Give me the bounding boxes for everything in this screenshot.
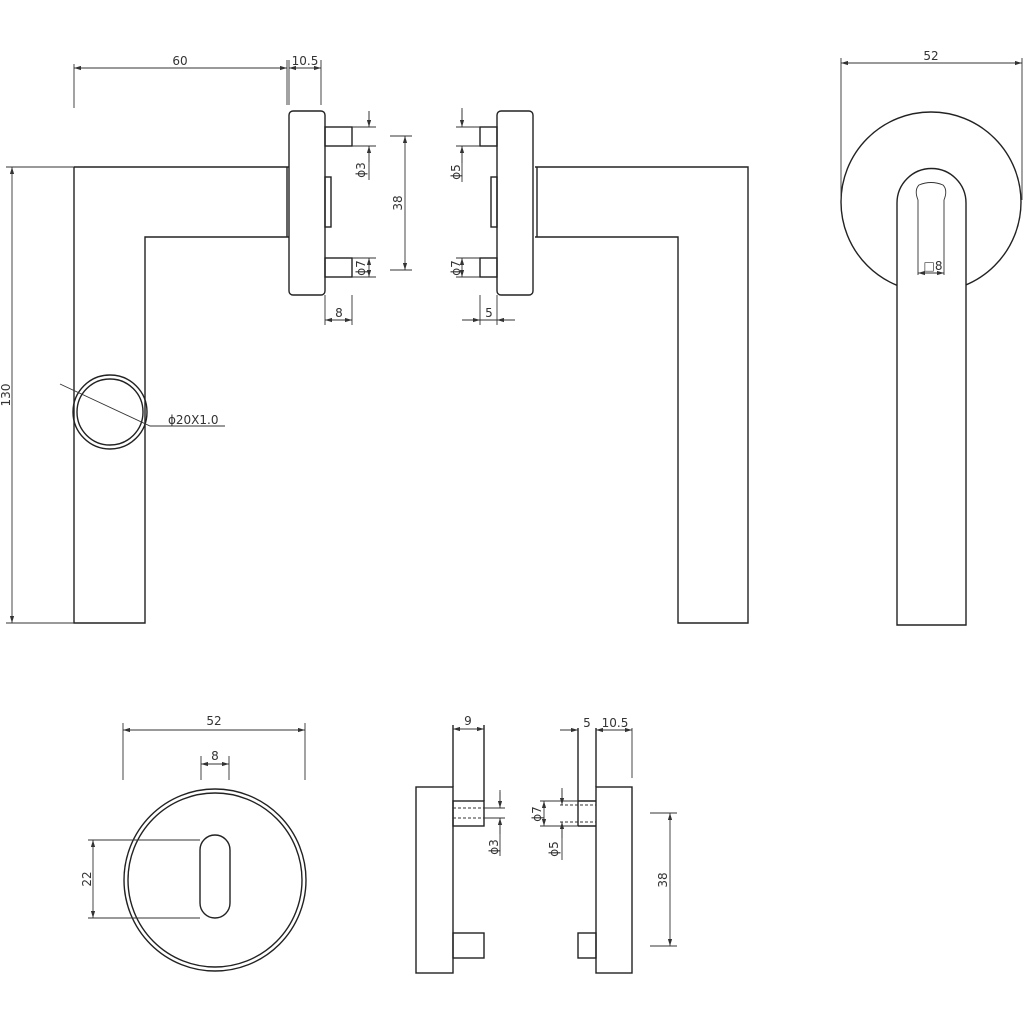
left-lever-dimensions: 60 10.5 130 ϕ20X1.0 ϕ3 38 ϕ7 8	[0, 54, 412, 624]
dim-phi7-section: ϕ7	[530, 806, 544, 822]
dim-38: 38	[391, 195, 405, 210]
dim-10-5-section: 10.5	[602, 716, 629, 730]
dim-8-key: 8	[211, 749, 219, 763]
dim-22: 22	[80, 871, 94, 886]
tube-inner	[76, 378, 144, 446]
dim-60: 60	[172, 54, 187, 68]
right-lever-front-view	[479, 110, 749, 624]
escutcheon-view: 52 8 22	[80, 714, 307, 972]
section-view-right: 5 10.5 ϕ7 ϕ5 38	[530, 716, 677, 974]
tube-outer	[72, 374, 148, 450]
dim-52-side: 52	[923, 49, 938, 63]
dim-8: 8	[335, 306, 343, 320]
dim-tube: ϕ20X1.0	[168, 413, 219, 427]
dim-130: 130	[0, 384, 13, 407]
dim-phi5: ϕ5	[449, 164, 463, 180]
dim-square-8: □8	[924, 259, 943, 273]
section-view-left: 9 ϕ3	[415, 714, 505, 974]
dim-38-section: 38	[656, 872, 670, 887]
dim-phi3-section: ϕ3	[487, 839, 501, 855]
dim-5-section: 5	[583, 716, 591, 730]
dim-10-5: 10.5	[292, 54, 319, 68]
right-lever-dimensions: ϕ5 ϕ7 5	[449, 108, 515, 325]
dim-phi7-right: ϕ7	[449, 260, 463, 276]
lever-side-view: 52 □8	[840, 49, 1023, 626]
dim-9: 9	[464, 714, 472, 728]
dim-52-escutcheon: 52	[206, 714, 221, 728]
dim-phi3: ϕ3	[354, 162, 368, 178]
left-lever-front-view	[72, 110, 353, 624]
dim-5: 5	[485, 306, 493, 320]
dim-phi5-section: ϕ5	[547, 841, 561, 857]
dim-phi7-left: ϕ7	[354, 260, 368, 276]
